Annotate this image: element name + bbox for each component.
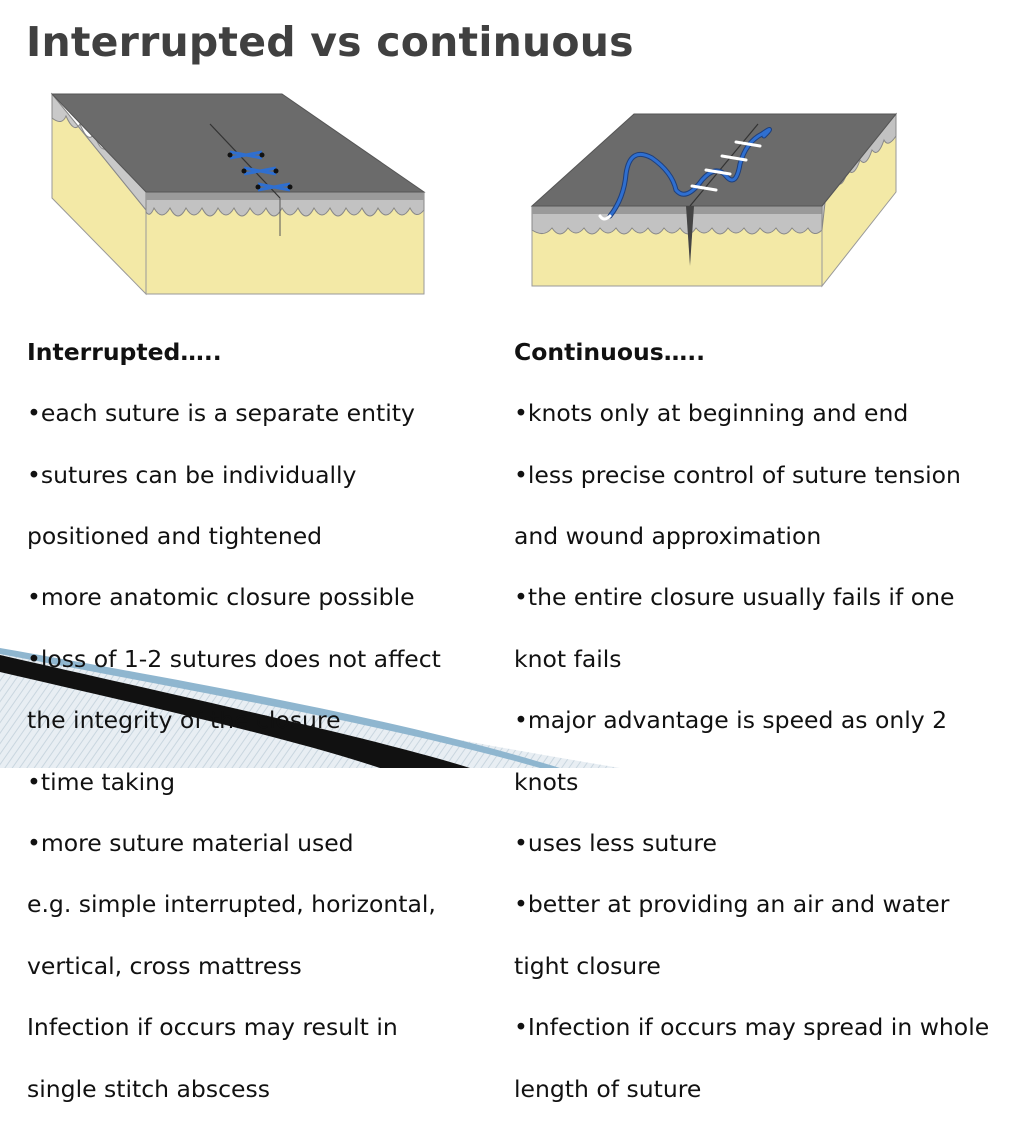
list-item: •better at providing an air and water <box>514 890 950 919</box>
continuous-suture-illustration <box>530 112 898 288</box>
list-item: e.g. simple interrupted, horizontal, <box>27 890 436 919</box>
continuous-column: Continuous….. •knots only at beginning a… <box>514 306 1014 1135</box>
list-item: positioned and tightened <box>27 521 323 550</box>
list-item: •each suture is a separate entity <box>27 399 415 428</box>
list-item: •the entire closure usually fails if one <box>514 583 955 612</box>
list-item: •uses less suture <box>514 828 717 857</box>
list-item: length of suture <box>514 1074 702 1103</box>
list-item: Infection if occurs may result in <box>27 1013 398 1042</box>
list-item: •less precise control of suture tension <box>514 460 961 489</box>
list-item: knots <box>514 767 579 796</box>
list-item: vertical, cross mattress <box>27 951 302 980</box>
list-item: •more suture material used <box>27 828 354 857</box>
list-item: •major advantage is speed as only 2 <box>514 706 948 735</box>
list-item: •Infection if occurs may spread in whole <box>514 1013 990 1042</box>
continuous-heading: Continuous….. <box>514 337 706 366</box>
interrupted-heading: Interrupted….. <box>27 337 222 366</box>
interrupted-suture-illustration <box>50 92 426 296</box>
list-item: single stitch abscess <box>27 1074 270 1103</box>
list-item: knot fails <box>514 644 622 673</box>
list-item: the integrity of the closure <box>27 706 341 735</box>
interrupted-column: Interrupted….. •each suture is a separat… <box>27 306 467 1135</box>
list-item: •loss of 1-2 sutures does not affect <box>27 644 441 673</box>
list-item: •time taking <box>27 767 175 796</box>
slide-title: Interrupted vs continuous <box>26 18 634 66</box>
list-item: tight closure <box>514 951 661 980</box>
list-item: •knots only at beginning and end <box>514 399 909 428</box>
list-item: and wound approximation <box>514 521 822 550</box>
list-item: •more anatomic closure possible <box>27 583 415 612</box>
list-item: •sutures can be individually <box>27 460 357 489</box>
